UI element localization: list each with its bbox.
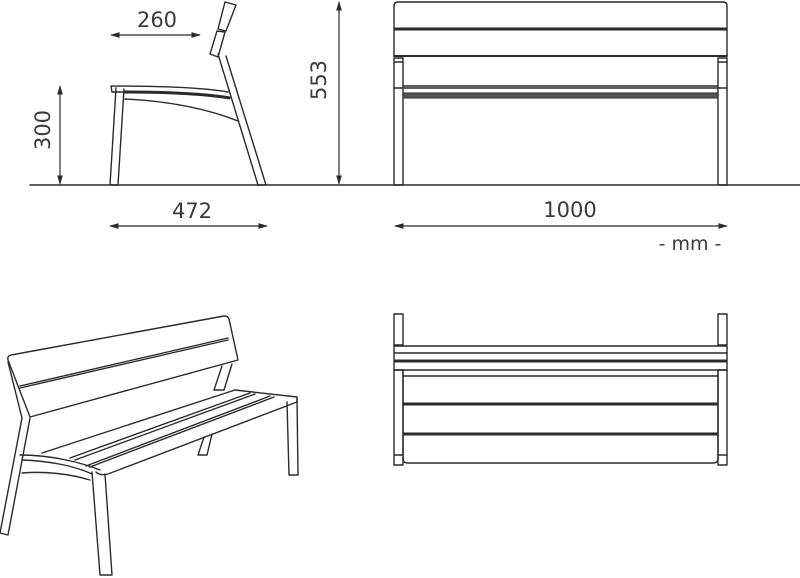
dimension-lines bbox=[57, 1, 728, 229]
side-view bbox=[109, 1, 267, 186]
dimension-label-total-height: 553 bbox=[307, 60, 331, 100]
perspective-view bbox=[0, 315, 299, 576]
dimension-label-backrest-depth: 260 bbox=[137, 8, 177, 32]
top-view bbox=[393, 313, 728, 466]
dimension-label-seat-height: 300 bbox=[31, 110, 55, 150]
dimension-label-total-width: 1000 bbox=[543, 198, 596, 222]
front-view bbox=[393, 1, 728, 186]
dimension-label-total-depth: 472 bbox=[172, 199, 212, 223]
units-label: - mm - bbox=[659, 233, 722, 255]
